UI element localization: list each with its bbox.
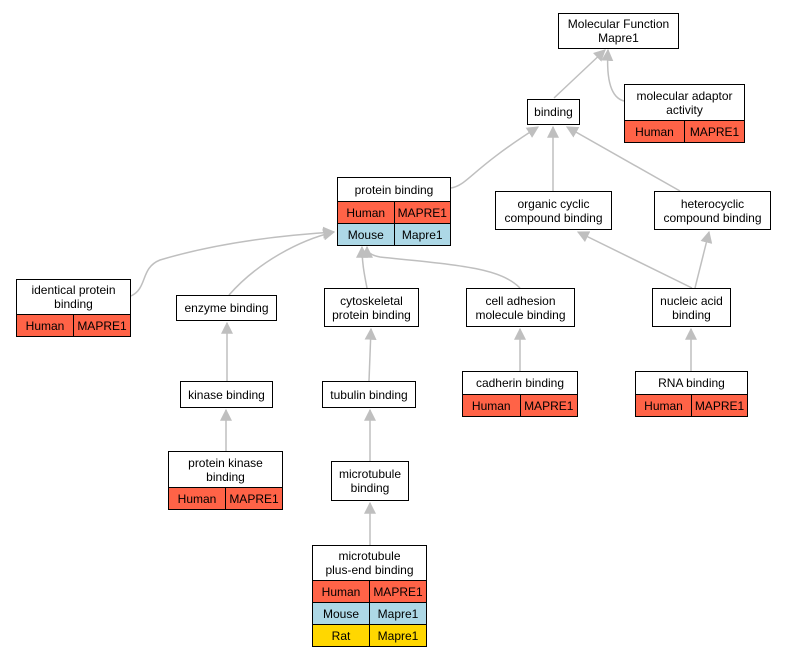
- node-label: kinase binding: [188, 387, 265, 402]
- gene-cell: MAPRE1: [684, 121, 744, 142]
- node-label: binding: [534, 105, 573, 119]
- species-cell: Human: [17, 315, 73, 336]
- edge-enzyme-binding-to-protein-binding: [228, 228, 336, 296]
- gene-cell: MAPRE1: [369, 581, 426, 602]
- node-label: enzyme binding: [184, 301, 269, 315]
- species-cell: Human: [313, 581, 369, 602]
- edge-cell-adhesion-molecule-binding-to-protein-binding: [361, 245, 521, 289]
- edge-nucleic-acid-binding-to-heterocyclic-compound-binding: [694, 230, 713, 289]
- gene-cell: Mapre1: [369, 625, 426, 646]
- edge-heterocyclic-compound-binding-to-binding: [565, 126, 681, 192]
- gene-cell: Mapre1: [393, 224, 450, 245]
- species-cell: Human: [463, 395, 520, 416]
- gene-cell: MAPRE1: [225, 488, 282, 509]
- species-cell: Human: [625, 121, 684, 142]
- species-cell: Human: [338, 202, 394, 223]
- edge-molecular-adaptor-activity-to-molecular-function: [601, 48, 625, 102]
- edge-tubulin-binding-to-cytoskeletal-protein-binding: [364, 327, 377, 382]
- node-enzyme-binding: enzyme binding: [176, 295, 277, 321]
- gene-cell: MAPRE1: [393, 202, 450, 223]
- node-label: cadherin binding: [475, 376, 565, 390]
- species-cell: Mouse: [313, 603, 369, 624]
- edge-protein-binding-to-binding: [450, 126, 540, 189]
- species-cell: Rat: [313, 625, 369, 646]
- node-tubulin-binding: tubulin binding: [322, 381, 416, 408]
- species-cell: Human: [169, 488, 225, 509]
- species-cell: Mouse: [338, 224, 394, 245]
- edge-cytoskeletal-protein-binding-to-protein-binding: [356, 245, 369, 289]
- node-binding: binding: [527, 99, 580, 125]
- gene-cell: MAPRE1: [691, 395, 747, 416]
- edge-binding-to-molecular-function: [553, 49, 606, 99]
- node-label: protein binding: [354, 182, 434, 197]
- edge-identical-protein-binding-to-protein-binding: [130, 226, 336, 297]
- node-kinase-binding: kinase binding: [180, 381, 273, 408]
- gene-cell: MAPRE1: [73, 315, 130, 336]
- gene-cell: Mapre1: [369, 603, 426, 624]
- gene-cell: MAPRE1: [519, 395, 577, 416]
- edge-nucleic-acid-binding-to-organic-cyclic-compound-binding: [576, 231, 693, 289]
- node-label: tubulin binding: [330, 387, 408, 402]
- species-cell: Human: [636, 395, 691, 416]
- node-label: RNA binding: [658, 376, 725, 390]
